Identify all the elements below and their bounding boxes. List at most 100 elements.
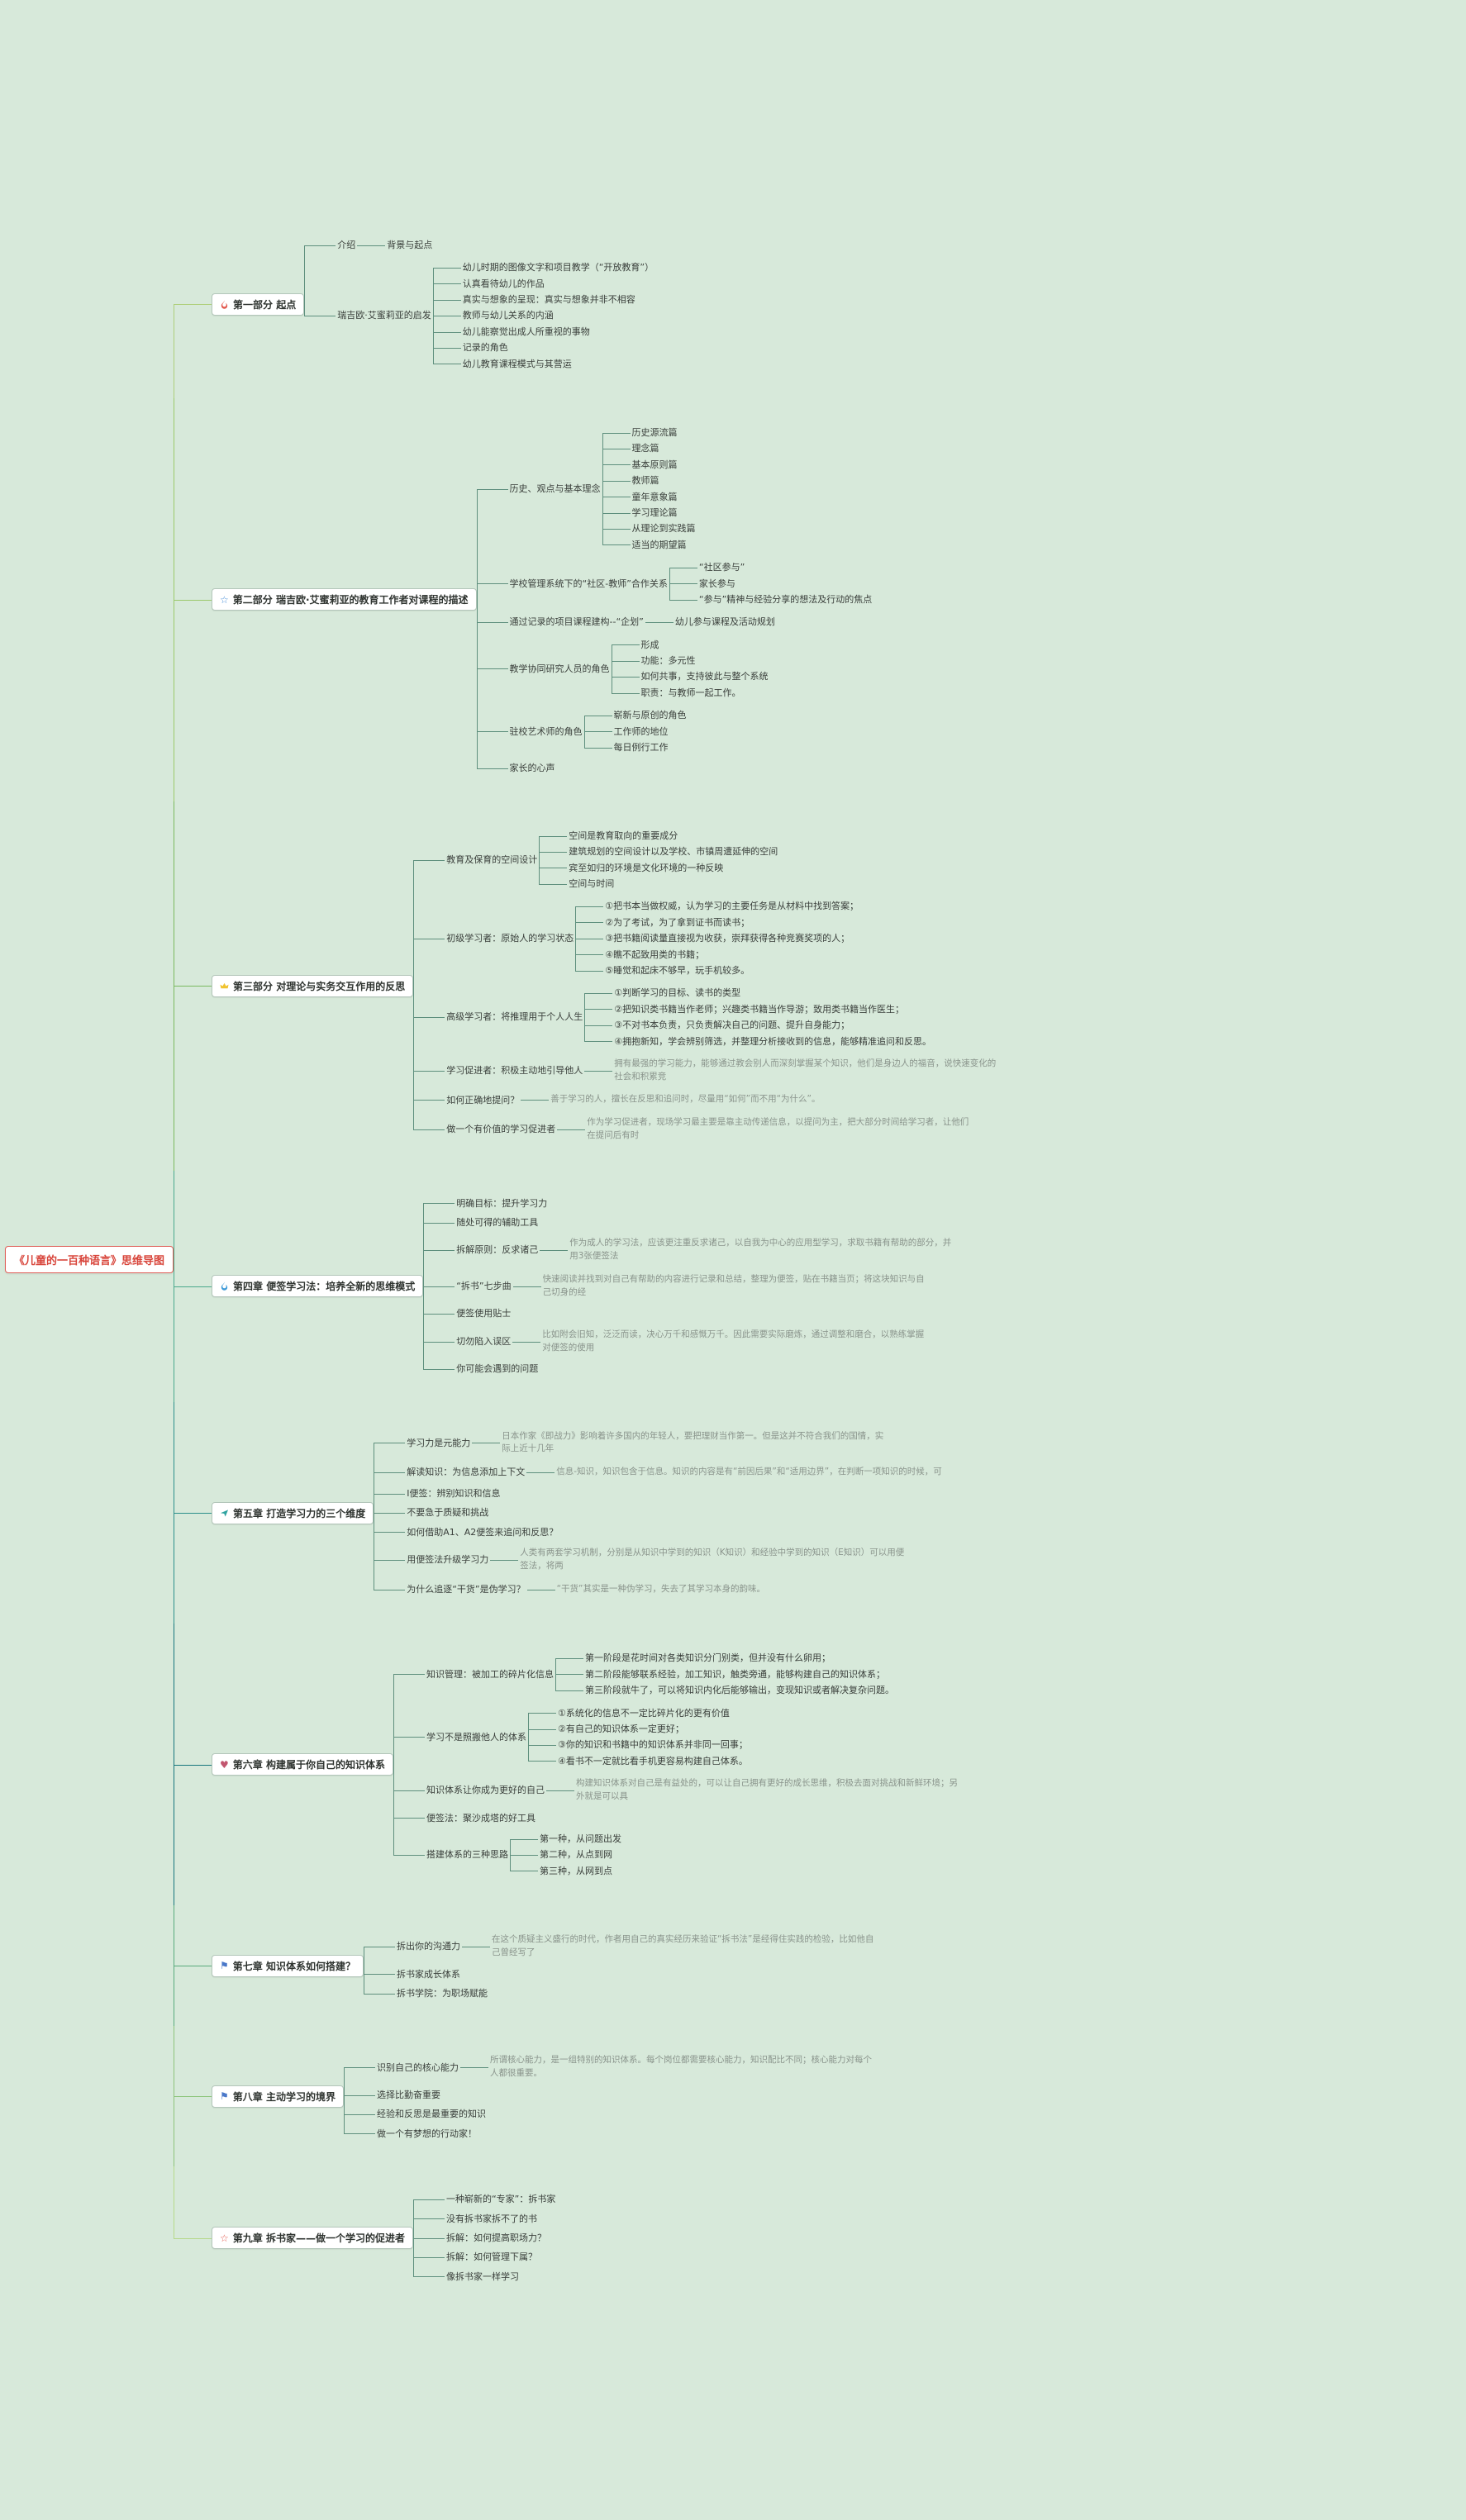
subtopic-node[interactable]: 如何共事，支持彼此与整个系统: [640, 670, 770, 682]
subtopic-node[interactable]: 明确目标：提升学习力: [455, 1197, 549, 1210]
subtopic-node[interactable]: “拆书”七步曲: [455, 1280, 512, 1292]
subtopic-node[interactable]: 教师篇: [631, 474, 661, 487]
branch-topic-node[interactable]: 第五章 打造学习力的三个维度: [212, 1501, 374, 1524]
subtopic-node[interactable]: 如何借助A1、A2便签来追问和反思？: [405, 1526, 559, 1538]
note-node[interactable]: 快速阅读并找到对自己有帮助的内容进行记录和总结，整理为便签，贴在书籍当页；将这块…: [541, 1273, 933, 1300]
subtopic-node[interactable]: 职责：与教师一起工作。: [640, 687, 743, 699]
subtopic-node[interactable]: ①判断学习的目标、读书的类型: [612, 987, 742, 999]
branch-topic-node[interactable]: 第三部分 对理论与实务交互作用的反思: [212, 974, 414, 997]
subtopic-node[interactable]: 知识体系让你成为更好的自己: [425, 1784, 546, 1796]
note-node[interactable]: 构建知识体系对自己是有益处的，可以让自己拥有更好的成长思维，积极去面对挑战和新鲜…: [574, 1777, 966, 1804]
subtopic-node[interactable]: 学习不是照搬他人的体系: [425, 1731, 528, 1743]
subtopic-node[interactable]: 没有拆书家拆不了的书: [445, 2213, 539, 2225]
central-topic-node[interactable]: 《儿童的一百种语言》思维导图: [5, 1246, 174, 1274]
branch-topic-node[interactable]: ☆第二部分 瑞吉欧·艾蜜莉亚的教育工作者对课程的描述: [212, 588, 477, 611]
subtopic-node[interactable]: 幼儿教育课程模式与其营运: [461, 358, 574, 370]
note-node[interactable]: “干货”其实是一种伪学习，失去了其学习本身的韵味。: [555, 1583, 767, 1596]
subtopic-node[interactable]: 一种崭新的“专家”：拆书家: [445, 2193, 557, 2205]
subtopic-node[interactable]: ⑤睡觉和起床不够早，玩手机较多。: [603, 964, 751, 977]
subtopic-node[interactable]: 背景与起点: [385, 239, 434, 251]
subtopic-node[interactable]: 为什么追逐“干货”是伪学习？: [405, 1583, 526, 1595]
note-node[interactable]: 比如附会旧知，泛泛而读，决心万千和感慨万千。因此需要实际磨炼，通过调整和磨合，以…: [540, 1329, 932, 1355]
subtopic-node[interactable]: 童年意象篇: [631, 491, 679, 503]
subtopic-node[interactable]: 幼儿参与课程及活动规划: [674, 616, 777, 628]
subtopic-node[interactable]: 空间是教育取向的重要成分: [567, 830, 679, 842]
note-node[interactable]: 人类有两套学习机制，分别是从知识中学到的知识（K知识）和经验中学到的知识（E知识…: [518, 1547, 910, 1573]
subtopic-node[interactable]: 拆解：如何管理下属？: [445, 2251, 539, 2263]
subtopic-node[interactable]: 识别自己的核心能力: [375, 2061, 460, 2074]
subtopic-node[interactable]: 拆解原则：反求诸己: [455, 1243, 540, 1256]
subtopic-node[interactable]: 形成: [640, 639, 661, 651]
subtopic-node[interactable]: ③把书籍阅读量直接视为收获，崇拜获得各种竞赛奖项的人；: [603, 932, 851, 944]
subtopic-node[interactable]: 教师与幼儿关系的内涵: [461, 309, 555, 321]
subtopic-node[interactable]: 学习力是元能力: [405, 1437, 472, 1449]
subtopic-node[interactable]: 像拆书家一样学习: [445, 2270, 521, 2283]
subtopic-node[interactable]: 第三阶段就牛了，可以将知识内化后能够输出，变现知识或者解决复杂问题。: [583, 1684, 896, 1696]
subtopic-node[interactable]: 通过记录的项目课程建构--“企划”: [508, 616, 645, 628]
subtopic-node[interactable]: 驻校艺术师的角色: [508, 725, 584, 738]
note-node[interactable]: 所谓核心能力，是一组特别的知识体系。每个岗位都需要核心能力，知识配比不同；核心能…: [488, 2054, 880, 2080]
subtopic-node[interactable]: 拆书家成长体系: [395, 1968, 462, 1980]
note-node[interactable]: 日本作家《即战力》影响着许多国内的年轻人，要把理财当作第一。但是这并不符合我们的…: [500, 1430, 892, 1457]
note-node[interactable]: 作为学习促进者，现场学习最主要是靠主动传递信息，以提问为主，把大部分时间给学习者…: [585, 1116, 977, 1143]
subtopic-node[interactable]: ③不对书本负责，只负责解决自己的问题、提升自身能力；: [612, 1019, 851, 1031]
subtopic-node[interactable]: 认真看待幼儿的作品: [461, 278, 546, 290]
subtopic-node[interactable]: ②为了考试，为了拿到证书而读书；: [603, 916, 751, 929]
subtopic-node[interactable]: 介绍: [336, 239, 357, 251]
branch-topic-node[interactable]: ♥第六章 构建属于你自己的知识体系: [212, 1753, 393, 1776]
note-node[interactable]: 拥有最强的学习能力，能够通过教会别人而深刻掌握某个知识，他们是身边人的福音，说快…: [612, 1058, 1004, 1084]
note-node[interactable]: 作为成人的学习法，应该更注重反求诸己，以自我为中心的应用型学习，求取书籍有帮助的…: [568, 1237, 959, 1263]
subtopic-node[interactable]: 建筑规划的空间设计以及学校、市镇周遭延伸的空间: [567, 845, 779, 858]
subtopic-node[interactable]: 做一个有梦想的行动家！: [375, 2128, 478, 2140]
branch-topic-node[interactable]: ⚑第八章 主动学习的境界: [212, 2085, 344, 2108]
subtopic-node[interactable]: 适当的期望篇: [631, 539, 688, 551]
note-node[interactable]: 在这个质疑主义盛行的时代，作者用自己的真实经历来验证“拆书法”是经得住实践的检验…: [490, 1933, 882, 1960]
subtopic-node[interactable]: ①把书本当做权威，认为学习的主要任务是从材料中找到答案；: [603, 900, 860, 912]
subtopic-node[interactable]: 第三种，从网到点: [538, 1865, 614, 1877]
subtopic-node[interactable]: ④看书不一定就比看手机更容易构建自己体系。: [556, 1755, 750, 1767]
subtopic-node[interactable]: 拆书学院：为职场赋能: [395, 1987, 489, 1999]
branch-topic-node[interactable]: ☆第九章 拆书家——做一个学习的促进者: [212, 2227, 413, 2250]
subtopic-node[interactable]: 幼儿能察觉出成人所重视的事物: [461, 326, 592, 338]
subtopic-node[interactable]: I便签：辨别知识和信息: [405, 1487, 502, 1500]
subtopic-node[interactable]: 学习理论篇: [631, 506, 679, 519]
subtopic-node[interactable]: 每日例行工作: [612, 741, 670, 754]
subtopic-node[interactable]: 解读知识：为信息添加上下文: [405, 1466, 526, 1478]
subtopic-node[interactable]: 知识管理：被加工的碎片化信息: [425, 1668, 555, 1681]
subtopic-node[interactable]: 家长的心声: [508, 762, 557, 774]
subtopic-node[interactable]: 记录的角色: [461, 341, 510, 354]
subtopic-node[interactable]: 瑞吉欧·艾蜜莉亚的启发: [336, 309, 433, 321]
subtopic-node[interactable]: ②有自己的知识体系一定更好；: [556, 1723, 686, 1735]
subtopic-node[interactable]: 第二种，从点到网: [538, 1848, 614, 1861]
subtopic-node[interactable]: ②把知识类书籍当作老师；兴趣类书籍当作导游；致用类书籍当作医生；: [612, 1003, 906, 1015]
subtopic-node[interactable]: 理念篇: [631, 442, 661, 454]
subtopic-node[interactable]: 真实与想象的呈现：真实与想象并非不相容: [461, 293, 637, 306]
subtopic-node[interactable]: 第一种，从问题出发: [538, 1833, 623, 1845]
subtopic-node[interactable]: 崭新与原创的角色: [612, 709, 688, 721]
subtopic-node[interactable]: ①系统化的信息不一定比碎片化的更有价值: [556, 1707, 731, 1719]
subtopic-node[interactable]: 历史、观点与基本理念: [508, 483, 602, 495]
subtopic-node[interactable]: “社区参与”: [697, 561, 746, 573]
subtopic-node[interactable]: 第二阶段能够联系经验，加工知识，触类旁通，能够构建自己的知识体系；: [583, 1668, 887, 1681]
subtopic-node[interactable]: 学校管理系统下的“社区-教师”合作关系: [508, 578, 669, 590]
subtopic-node[interactable]: 空间与时间: [567, 877, 616, 890]
branch-topic-node[interactable]: 第一部分 起点: [212, 292, 305, 316]
subtopic-node[interactable]: 如何正确地提问？: [445, 1094, 521, 1106]
subtopic-node[interactable]: 随处可得的辅助工具: [455, 1216, 540, 1229]
subtopic-node[interactable]: 幼儿时期的图像文字和项目教学（“开放教育”）: [461, 261, 655, 273]
subtopic-node[interactable]: 教育及保育的空间设计: [445, 853, 539, 866]
subtopic-node[interactable]: 高级学习者：将推理用于个人人生: [445, 1010, 584, 1023]
subtopic-node[interactable]: ④拥抱新知，学会辨别筛选，并整理分析接收到的信息，能够精准追问和反思。: [612, 1035, 933, 1048]
subtopic-node[interactable]: 便签法：聚沙成塔的好工具: [425, 1812, 537, 1824]
note-node[interactable]: 信息-知识，知识包含于信息。知识的内容是有“前因后果”和“适用边界”，在判断一项…: [555, 1466, 944, 1479]
subtopic-node[interactable]: 你可能会遇到的问题: [455, 1362, 540, 1375]
branch-topic-node[interactable]: ⚑第七章 知识体系如何搭建？: [212, 1954, 364, 1977]
subtopic-node[interactable]: “参与”精神与经验分享的想法及行动的焦点: [697, 593, 873, 606]
subtopic-node[interactable]: 搭建体系的三种思路: [425, 1848, 510, 1861]
subtopic-node[interactable]: 不要急于质疑和挑战: [405, 1506, 490, 1519]
subtopic-node[interactable]: 第一阶段是花时间对各类知识分门别类，但并没有什么卵用；: [583, 1652, 832, 1664]
subtopic-node[interactable]: 教学协同研究人员的角色: [508, 663, 612, 675]
subtopic-node[interactable]: 工作师的地位: [612, 725, 670, 738]
subtopic-node[interactable]: 经验和反思是最重要的知识: [375, 2108, 488, 2120]
subtopic-node[interactable]: 历史源流篇: [631, 426, 679, 439]
